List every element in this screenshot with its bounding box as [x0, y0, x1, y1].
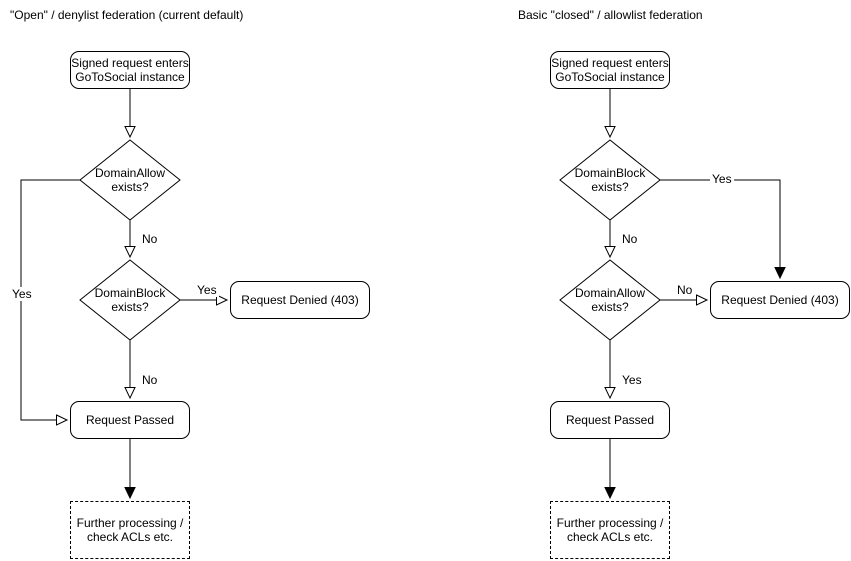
further-processing-node-right: Further processing / check ACLs etc.: [550, 501, 670, 559]
diagram-title-left: "Open" / denylist federation (current de…: [10, 8, 244, 22]
request-denied-node-right: Request Denied (403): [710, 281, 850, 319]
decision-label-domainallow-left: DomainAllow exists?: [94, 165, 166, 194]
start-node-right: Signed request enters GoToSocial instanc…: [550, 51, 670, 89]
edge-domainblock-yes-to-denied-right: [660, 179, 786, 280]
edge-label-block-yes-right: Yes: [710, 172, 734, 187]
further-processing-node-left: Further processing / check ACLs etc.: [70, 501, 190, 559]
start-node-left: Signed request enters GoToSocial instanc…: [70, 51, 190, 89]
decision-label-domainblock-left: DomainBlock exists?: [94, 285, 166, 314]
decision-diamond-domainallow-right: [559, 259, 661, 341]
request-passed-node-right: Request Passed: [550, 401, 670, 439]
edge-label-allow-no-left: No: [140, 232, 160, 247]
decision-label-domainallow-right: DomainAllow exists?: [574, 285, 646, 314]
edge-label-allow-yes-left: Yes: [10, 287, 34, 302]
edge-label-allow-no-right: No: [675, 283, 695, 298]
edge-label-block-no-left: No: [140, 373, 160, 388]
edge-label-block-no-right: No: [620, 232, 640, 247]
decision-diamond-domainallow-left: [79, 139, 181, 221]
decision-diamond-domainblock-left: [79, 259, 181, 341]
diagram-title-right: Basic "closed" / allowlist federation: [518, 8, 703, 22]
decision-label-domainblock-right: DomainBlock exists?: [574, 165, 646, 194]
edge-label-block-yes-left: Yes: [195, 283, 219, 298]
edge-label-allow-yes-right: Yes: [620, 373, 644, 388]
request-denied-node-left: Request Denied (403): [230, 281, 370, 319]
decision-diamond-domainblock-right: [559, 139, 661, 221]
request-passed-node-left: Request Passed: [70, 401, 190, 439]
